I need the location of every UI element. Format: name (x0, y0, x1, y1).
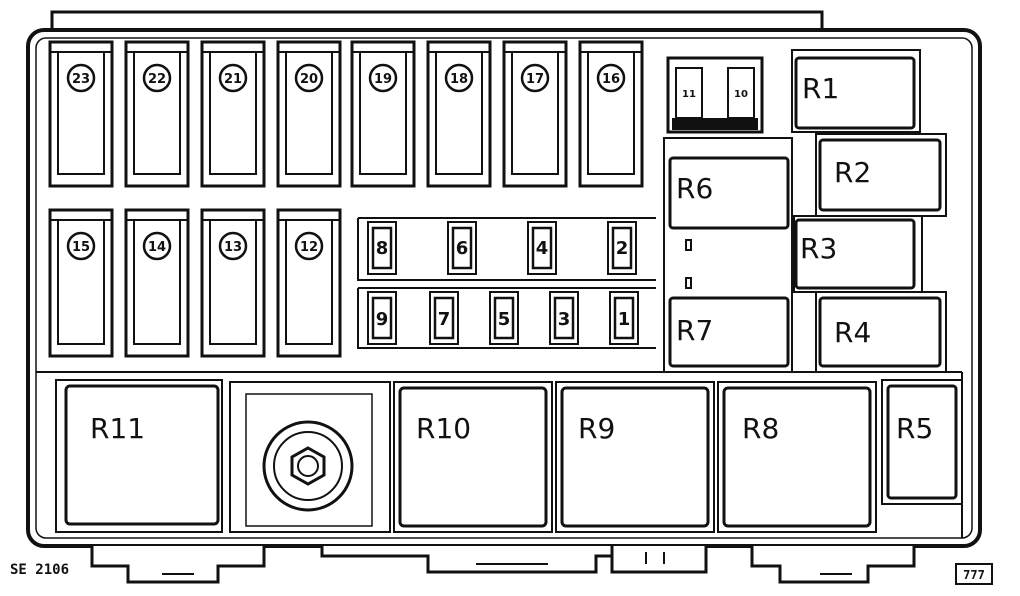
fuse-14-label: 14 (148, 240, 166, 255)
fuse-number-circle (368, 63, 398, 93)
relay-r9: R9 (555, 381, 715, 533)
fuse-number-circle (520, 63, 550, 93)
top-tab (50, 10, 824, 30)
mini-fuse-7-label: 7 (438, 309, 451, 330)
fuse-number-circle (142, 63, 172, 93)
relay-r10: R10 (393, 381, 553, 533)
relay-r6-label: R6 (676, 172, 713, 205)
foot-slots (162, 552, 852, 575)
small-fuse-10-label: 10 (734, 89, 748, 100)
mini-fuse-top-0: 8 (367, 221, 397, 275)
fuse-17-label: 17 (526, 72, 544, 87)
mini-fuse-bottom-1: 7 (429, 291, 459, 345)
fuse-number-circle (596, 63, 626, 93)
fuse-number-circle (218, 231, 248, 261)
mini-fuse-top-3: 2 (607, 221, 637, 275)
fuse-15-label: 15 (72, 240, 90, 255)
fuse-20-label: 20 (300, 72, 318, 87)
relay-r8-label: R8 (742, 412, 779, 445)
housing-inner-outline (35, 37, 973, 539)
mini-fuse-6-label: 6 (456, 238, 469, 259)
mini-fuse-group: 8 6 4 2 9 7 5 3 1 (367, 221, 639, 345)
relay-r2: R2 (818, 138, 942, 212)
fuse-18-label: 18 (450, 72, 468, 87)
fuse-number-circle (294, 63, 324, 93)
large-fuse-top-4: 19 (350, 40, 416, 188)
relay-r6: R6 (668, 156, 790, 230)
fuse-21-label: 21 (224, 72, 242, 87)
mini-fuse-1-label: 1 (618, 309, 631, 330)
figure-code: SE 2106 (10, 562, 69, 578)
large-fuse-bottom-1: 14 (124, 208, 190, 358)
large-fuse-bottom-0: 15 (48, 208, 114, 358)
fuse-number-circle (142, 231, 172, 261)
large-fuse-top-6: 17 (502, 40, 568, 188)
mini-fuse-housing (357, 217, 656, 349)
fuse-12-label: 12 (300, 240, 318, 255)
relay-r11: R11 (55, 379, 223, 533)
mini-fuse-bottom-0: 9 (367, 291, 397, 345)
relay-r9-label: R9 (578, 412, 615, 445)
relay-r10-label: R10 (416, 412, 471, 445)
relay-frame (663, 49, 947, 373)
large-fuse-top-2: 21 (200, 40, 266, 188)
small-fuse-11-label: 11 (682, 89, 696, 100)
mini-fuse-bottom-4: 1 (609, 291, 639, 345)
mini-fuse-2-label: 2 (616, 238, 629, 259)
relay-r4: R4 (818, 296, 942, 368)
fuse-number-circle (66, 231, 96, 261)
relay-r7-label: R7 (676, 314, 713, 347)
fuse-number-circle (218, 63, 248, 93)
relay-r1: R1 (794, 56, 916, 130)
large-fuse-top-7: 16 (578, 40, 644, 188)
fuse-19-label: 19 (374, 72, 392, 87)
relay-r5: R5 (881, 379, 963, 505)
relay-r1-label: R1 (802, 72, 839, 105)
large-fuse-top-1: 22 (124, 40, 190, 188)
relay-r11-label: R11 (90, 412, 145, 445)
fuse-number-circle (66, 63, 96, 93)
mini-fuse-5-label: 5 (498, 309, 511, 330)
relay-r4-label: R4 (834, 316, 871, 349)
large-fuse-bottom-3: 12 (276, 208, 342, 358)
fuse-number-circle (444, 63, 474, 93)
large-fuse-top-5: 18 (426, 40, 492, 188)
large-fuse-top-3: 20 (276, 40, 342, 188)
fuse-13-label: 13 (224, 240, 242, 255)
mini-fuse-top-2: 4 (527, 221, 557, 275)
fuse-22-label: 22 (148, 72, 166, 87)
mini-fuse-3-label: 3 (558, 309, 571, 330)
mounting-feet (90, 546, 916, 584)
relay-r2-label: R2 (834, 156, 871, 189)
mini-fuse-bottom-3: 3 (549, 291, 579, 345)
fuse-number-circle (294, 231, 324, 261)
relay-r3: R3 (794, 218, 916, 290)
corner-mark: 777 (955, 563, 993, 585)
mini-fuse-top-1: 6 (447, 221, 477, 275)
large-fuse-bottom-2: 13 (200, 208, 266, 358)
mini-fuse-4-label: 4 (536, 238, 549, 259)
relay-r7: R7 (668, 296, 790, 368)
relay-r3-label: R3 (800, 232, 837, 265)
mini-fuse-9-label: 9 (376, 309, 389, 330)
small-fuse-holder: 11 10 (666, 56, 764, 134)
fuse-16-label: 16 (602, 72, 620, 87)
relay-r8: R8 (717, 381, 877, 533)
corner-mark-text: 777 (963, 568, 985, 582)
large-fuse-top-0: 23 (48, 40, 114, 188)
fuse-23-label: 23 (72, 72, 90, 87)
bolt-terminal (229, 381, 391, 533)
mini-fuse-8-label: 8 (376, 238, 389, 259)
relay-r5-label: R5 (896, 412, 933, 445)
mini-fuse-bottom-2: 5 (489, 291, 519, 345)
